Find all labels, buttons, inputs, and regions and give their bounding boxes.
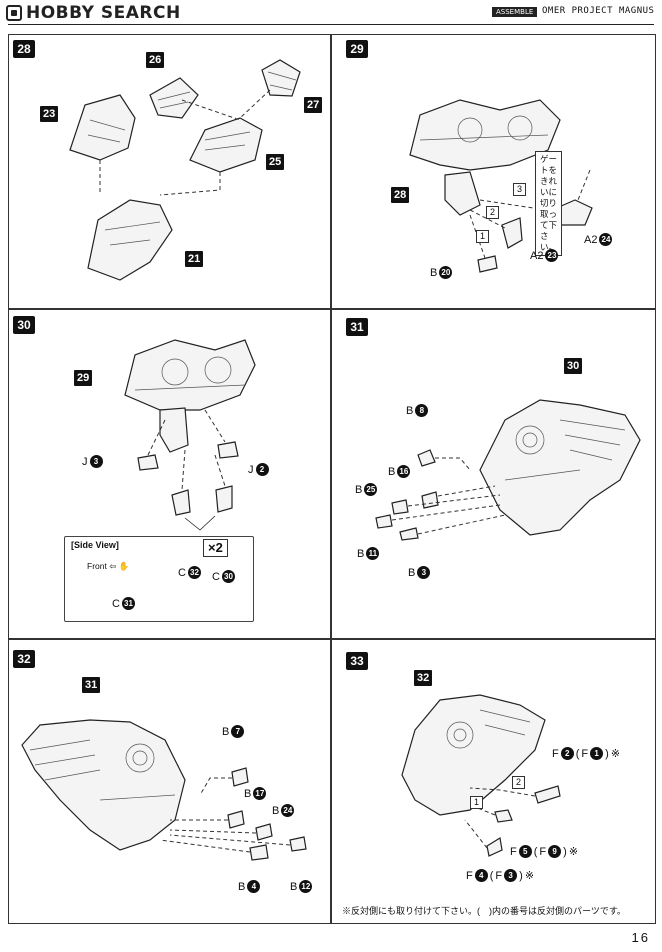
brand-mark-icon bbox=[6, 5, 22, 21]
footnote: ※反対側にも取り付けて下さい。( )内の番号は反対側のパーツです。 bbox=[342, 906, 626, 916]
part-29-tag: 29 bbox=[74, 370, 93, 386]
grid-divider-row2 bbox=[8, 638, 656, 640]
order-1: 1 bbox=[476, 230, 489, 243]
order-3: 3 bbox=[513, 183, 526, 196]
step-number: 28 bbox=[13, 40, 35, 58]
gate-trim-callout: ゲートをきれいに 切り取って下さい。 bbox=[535, 151, 562, 256]
order-2: 2 bbox=[486, 206, 499, 219]
series-tag: ASSEMBLE bbox=[492, 7, 538, 17]
part-27-tag: 27 bbox=[304, 97, 323, 113]
grid-divider-row1 bbox=[8, 308, 656, 310]
part-32-tag: 32 bbox=[414, 670, 433, 686]
part-30-tag: 30 bbox=[564, 358, 583, 374]
order-1: 1 bbox=[470, 796, 483, 809]
brand-name: HOBBY SEARCH bbox=[26, 3, 181, 23]
part-21-tag: 21 bbox=[185, 251, 204, 267]
product-title: OMER PROJECT MAGNUS bbox=[542, 6, 655, 16]
part-25-tag: 25 bbox=[266, 154, 285, 170]
step-number: 31 bbox=[346, 318, 368, 336]
part-28-tag: 28 bbox=[391, 187, 410, 203]
step-number: 33 bbox=[346, 652, 368, 670]
multiplier-badge: ×2 bbox=[203, 539, 228, 557]
instruction-grid bbox=[8, 34, 656, 924]
header-rule bbox=[8, 24, 654, 25]
grid-divider-vertical bbox=[330, 34, 332, 924]
front-label: Front ⇦ ✋ bbox=[87, 561, 130, 571]
brand-logo: HOBBY SEARCH bbox=[6, 3, 181, 23]
part-31-tag: 31 bbox=[82, 677, 101, 693]
step-number: 30 bbox=[13, 316, 35, 334]
step-number: 32 bbox=[13, 650, 35, 668]
side-view-title: [Side View] bbox=[71, 540, 119, 550]
order-2: 2 bbox=[512, 776, 525, 789]
page-header: HOBBY SEARCH ASSEMBLE OMER PROJECT MAGNU… bbox=[0, 0, 662, 26]
part-23-tag: 23 bbox=[40, 106, 59, 122]
page-number: 16 bbox=[631, 930, 650, 945]
step-number: 29 bbox=[346, 40, 368, 58]
part-26-tag: 26 bbox=[146, 52, 165, 68]
